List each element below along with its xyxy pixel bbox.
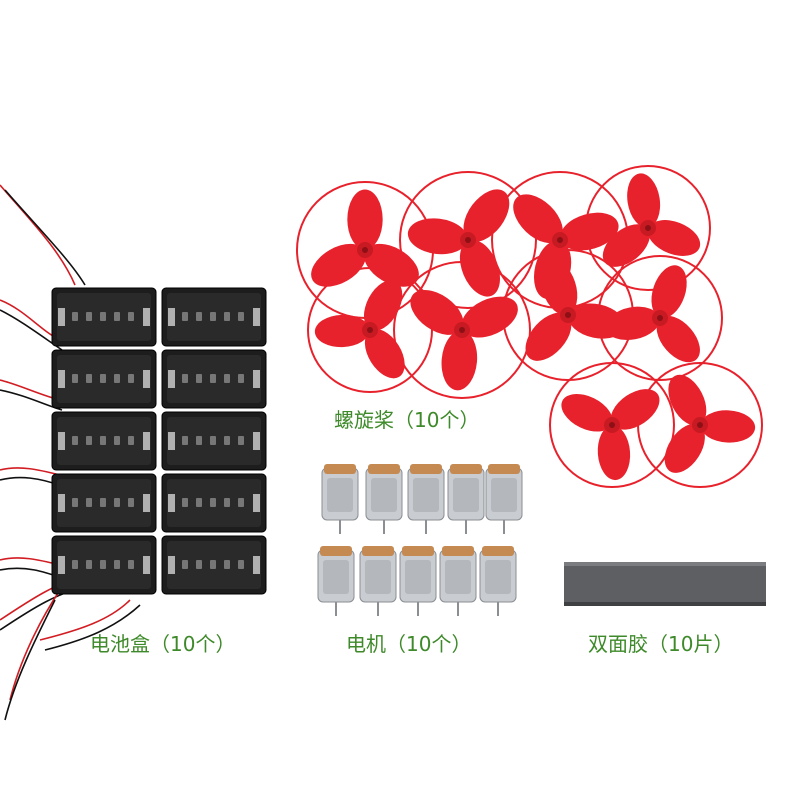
propeller — [549, 362, 675, 488]
red-wire — [9, 589, 61, 701]
propeller — [393, 261, 531, 399]
propeller — [637, 362, 763, 488]
red-wire — [0, 379, 61, 401]
battery-box-group — [51, 287, 267, 595]
red-wire — [39, 599, 131, 641]
motor-group — [317, 464, 523, 616]
motor — [365, 464, 403, 534]
black-wire — [44, 604, 141, 651]
battery-box — [161, 349, 267, 409]
red-wire — [0, 467, 61, 476]
tape-caption: 双面胶（10片） — [588, 632, 734, 656]
propeller — [296, 181, 434, 319]
propeller — [502, 249, 634, 381]
red-wire — [0, 557, 61, 566]
double-sided-tape-group — [564, 562, 766, 606]
propeller — [399, 171, 537, 309]
battery-box — [51, 535, 157, 595]
battery-box — [161, 535, 267, 595]
battery-box — [161, 411, 267, 471]
propeller-group — [296, 165, 763, 488]
motor — [359, 546, 397, 616]
battery-box — [51, 411, 157, 471]
motor — [407, 464, 445, 534]
battery-box — [161, 473, 267, 533]
motor — [321, 464, 359, 534]
propeller — [307, 267, 433, 393]
battery-box — [51, 287, 157, 347]
red-wire — [0, 299, 61, 341]
battery-boxes-caption: 电池盒（10个） — [90, 632, 236, 656]
battery-box — [161, 287, 267, 347]
tape-strip — [564, 562, 766, 606]
battery-wires — [0, 184, 141, 721]
black-wire — [4, 189, 86, 286]
red-wire — [0, 184, 76, 286]
motors-caption: 电机（10个） — [346, 632, 472, 656]
battery-box — [51, 473, 157, 533]
black-wire — [4, 599, 56, 721]
propellers-caption: 螺旋桨（10个） — [334, 408, 480, 432]
motor — [439, 546, 477, 616]
battery-box — [51, 349, 157, 409]
motor — [399, 546, 437, 616]
motor — [485, 464, 523, 534]
motor — [447, 464, 485, 534]
motor — [317, 546, 355, 616]
propeller — [585, 165, 711, 291]
motor — [479, 546, 517, 616]
propeller — [597, 255, 723, 381]
